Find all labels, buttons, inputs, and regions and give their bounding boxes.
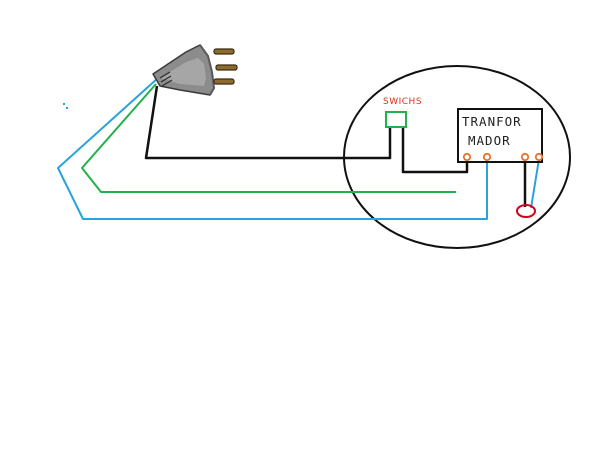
- plug-icon: [152, 44, 238, 96]
- output-ring: [516, 204, 536, 218]
- transformer-terminals: [462, 152, 544, 162]
- black-wire-line: [144, 85, 392, 160]
- blue-wire: [57, 77, 488, 220]
- switch-label: SWICHS: [383, 97, 422, 107]
- transformer-box: [457, 108, 543, 163]
- terminal-output-1: [520, 152, 530, 162]
- black-wire-switch-out: [401, 127, 469, 174]
- transformer-label-line2: MADOR: [468, 133, 511, 148]
- blue-wire-output: [530, 158, 540, 209]
- terminal-input-2: [482, 152, 492, 162]
- transformer-label-line1: TRANFOR: [462, 114, 522, 129]
- green-wire: [81, 83, 456, 193]
- terminal-output-2: [534, 152, 544, 162]
- terminal-input-1: [462, 152, 472, 162]
- switch-box: [385, 111, 407, 128]
- stray-marks: [63, 103, 68, 109]
